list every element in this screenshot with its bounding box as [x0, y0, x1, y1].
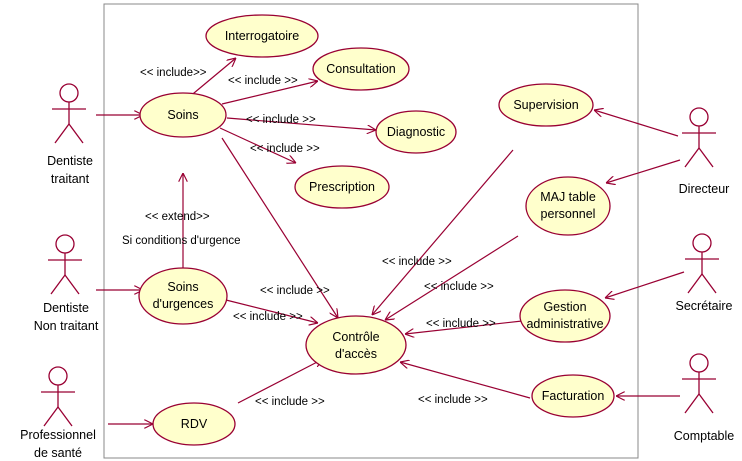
assoc-directeur-supervision: [594, 110, 679, 137]
use-case-maj-label-line2: personnel: [541, 207, 596, 221]
include-maj-controle: [385, 235, 519, 320]
stick-figure-icon: [52, 83, 86, 144]
system-boundary: [103, 3, 639, 459]
assoc-directeur-maj: [606, 159, 681, 183]
use-case-rdv[interactable]: RDV: [152, 402, 236, 446]
actor-directeur-label: Directeur: [679, 182, 730, 196]
label-include-interrogatoire: << include>>: [140, 67, 207, 79]
actor-professionnel-sante[interactable]: Professionnel de santé: [20, 366, 96, 460]
include-soins-prescription: [219, 127, 296, 163]
actor-secretaire[interactable]: Secrétaire: [676, 233, 733, 313]
use-case-supervision[interactable]: Supervision: [498, 83, 594, 127]
use-case-soins-urgences[interactable]: Soins d'urgences: [138, 267, 228, 325]
use-case-gestion-line1: Gestion: [543, 300, 586, 314]
stick-figure-icon: [41, 366, 75, 427]
stick-figure-icon: [682, 353, 716, 414]
stick-figure-icon: [682, 107, 716, 168]
use-case-prescription-label: Prescription: [309, 180, 375, 194]
label-extend-condition: Si conditions d'urgence: [122, 235, 241, 247]
label-include-facturation: << include >>: [418, 394, 488, 406]
use-case-facturation[interactable]: Facturation: [531, 374, 615, 418]
use-case-rdv-label: RDV: [181, 417, 208, 431]
use-case-interrogatoire[interactable]: Interrogatoire: [205, 14, 319, 58]
use-case-soins-label: Soins: [167, 108, 198, 122]
use-case-diagnostic-label: Diagnostic: [387, 125, 445, 139]
actor-dentiste-traitant[interactable]: Dentiste traitant: [47, 83, 93, 186]
use-case-maj-label-line1: MAJ table: [540, 190, 596, 204]
actor-secretaire-label: Secrétaire: [676, 299, 733, 313]
include-urgences-controle: [225, 299, 318, 323]
include-rdv-controle: [237, 359, 323, 404]
actor-directeur[interactable]: Directeur: [679, 107, 730, 196]
include-soins-controle: [221, 137, 338, 318]
include-facturation-controle: [400, 362, 531, 399]
use-case-diagnostic[interactable]: Diagnostic: [375, 110, 457, 154]
include-supervision-controle: [372, 149, 514, 315]
label-include-prescription: << include >>: [250, 143, 320, 155]
include-gestion-controle: [405, 320, 523, 334]
use-case-soins-urgences-line1: Soins: [167, 280, 198, 294]
label-extend: << extend>>: [145, 211, 210, 223]
label-include-supervision: << include >>: [424, 281, 494, 293]
use-case-interrogatoire-label: Interrogatoire: [225, 29, 299, 43]
actor-dentiste-traitant-line1: Dentiste: [47, 154, 93, 168]
include-soins-diagnostic: [226, 117, 376, 130]
actor-professionnel-line2: de santé: [34, 446, 82, 460]
actor-comptable-label: Comptable: [674, 429, 734, 443]
actor-comptable[interactable]: Comptable: [674, 353, 734, 443]
use-case-controle-line2: d'accès: [335, 347, 377, 361]
use-case-supervision-label: Supervision: [513, 98, 578, 112]
label-include-urgences: << include >>: [233, 311, 303, 323]
stick-figure-icon: [685, 233, 719, 294]
label-include-soins-controle: << include >>: [260, 285, 330, 297]
use-case-maj-table-personnel[interactable]: MAJ table personnel: [525, 176, 611, 236]
actor-dentiste-traitant-line2: traitant: [51, 172, 90, 186]
use-case-soins-urgences-line2: d'urgences: [153, 297, 214, 311]
use-case-soins[interactable]: Soins: [139, 92, 227, 138]
use-case-prescription[interactable]: Prescription: [294, 165, 390, 209]
label-include-rdv: << include >>: [255, 396, 325, 408]
label-include-gestion: << include >>: [426, 318, 496, 330]
relationships: [96, 58, 685, 424]
use-case-gestion-line2: administrative: [526, 317, 603, 331]
label-include-maj: << include >>: [382, 256, 452, 268]
stick-figure-icon: [48, 234, 82, 295]
use-case-consultation[interactable]: Consultation: [312, 47, 410, 91]
actor-dentiste-non-traitant[interactable]: Dentiste Non traitant: [34, 234, 99, 333]
assoc-secretaire-gestion: [605, 271, 685, 298]
use-case-consultation-label: Consultation: [326, 62, 396, 76]
use-case-facturation-label: Facturation: [542, 389, 605, 403]
actor-professionnel-line1: Professionnel: [20, 428, 96, 442]
label-include-diagnostic: << include >>: [246, 114, 316, 126]
include-soins-interrogatoire: [187, 58, 236, 99]
label-include-consultation: << include >>: [228, 75, 298, 87]
relationship-labels: << include>> << include >> << include >>…: [122, 67, 496, 408]
include-soins-consultation: [221, 81, 318, 105]
use-case-controle-line1: Contrôle: [332, 330, 379, 344]
use-case-controle-acces[interactable]: Contrôle d'accès: [305, 315, 407, 375]
actor-dentiste-non-traitant-line2: Non traitant: [34, 319, 99, 333]
use-case-gestion-administrative[interactable]: Gestion administrative: [519, 289, 611, 343]
actor-dentiste-non-traitant-line1: Dentiste: [43, 301, 89, 315]
